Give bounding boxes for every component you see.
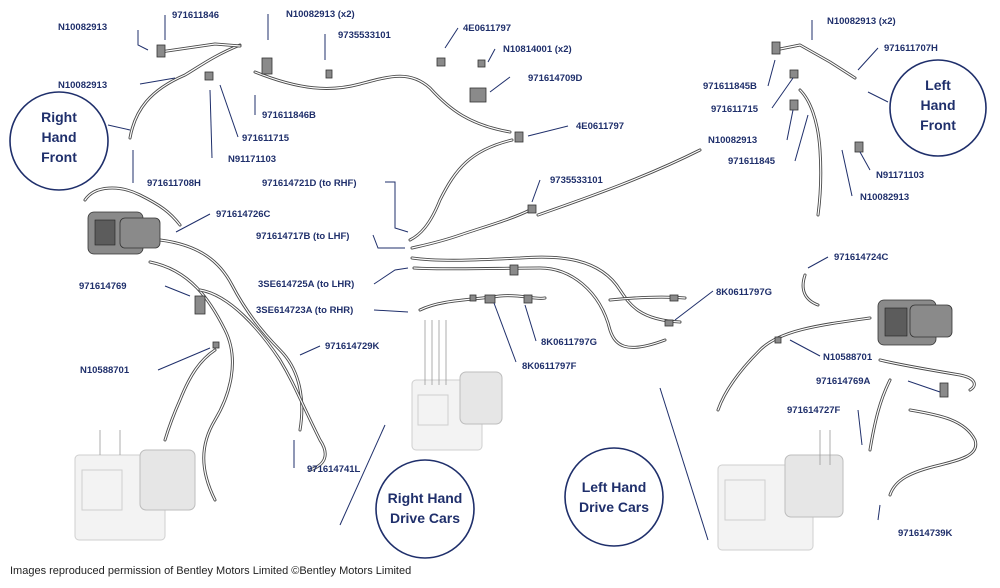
label-lhf-n4: N10082913 [860,192,909,203]
label-lhf-p4: 971611845 [728,156,776,167]
svg-text:Left: Left [925,77,951,93]
label-r-p3: 3SE614725A (to LHR) [258,279,354,290]
circle-right-hand-drive: Right Hand Drive Cars [375,459,475,559]
label-lhf-p2: 971611845B [703,81,757,92]
label-m-p1: 9735533101 [338,30,392,41]
label-lhf-n2: N10082913 [708,135,757,146]
label-k-p3: 8K0611797F [522,361,577,372]
label-rhf-p2: 971611846B [262,110,316,121]
label-rhf-n4: N91171103 [228,154,276,165]
label-m-p4: 4E0611797 [576,121,624,132]
label-m-p2: 4E0611797 [463,23,511,34]
svg-text:Drive Cars: Drive Cars [579,499,649,515]
label-rhf-n3: N10082913 [58,80,107,91]
svg-text:Right: Right [41,109,77,125]
label-rhf-p1: 971611846 [172,10,219,21]
label-lhf-n1: N10082913 (x2) [827,16,896,27]
label-r-p4: 3SE614723A (to RHR) [256,305,353,316]
label-k-p1: 8K0611797G [716,287,772,298]
label-lh-p1: 971614724C [834,252,889,263]
abs-unit-lhd-bottom [717,430,844,551]
svg-text:Drive Cars: Drive Cars [390,510,460,526]
svg-text:Right Hand: Right Hand [388,490,463,506]
master-cylinder-lhd [877,299,953,346]
label-rhf-p3: 971611715 [242,133,290,144]
label-lh-p3: 971614727F [787,405,841,416]
svg-text:Front: Front [920,117,956,133]
circle-right-hand-front: Right Hand Front [9,91,109,191]
label-rhf-p4: 971611708H [147,178,201,189]
pipe-network [83,42,978,502]
svg-text:Left Hand: Left Hand [582,479,647,495]
label-rh-p1: 971614726C [216,209,271,220]
leader-lines [132,14,941,521]
svg-text:Front: Front [41,149,77,165]
label-rhf-n1: N10082913 [58,22,107,33]
label-lhf-n3: N91171103 [876,170,924,181]
label-r-p2: 971614717B (to LHF) [256,231,349,242]
circle-left-hand-front: Left Hand Front [889,59,987,157]
label-lhf-p1: 971611707H [884,43,938,54]
label-rh-p2: 971614769 [79,281,127,292]
label-rh-p4: 971614741L [307,464,361,475]
label-k-p2: 8K0611797G [541,337,597,348]
circle-left-hand-drive: Left Hand Drive Cars [564,447,664,547]
components [87,41,953,398]
master-cylinder-rhd [87,211,161,255]
label-rh-p3: 971614729K [325,341,380,352]
label-m-p5: 9735533101 [550,175,604,186]
label-r-p1: 971614721D (to RHF) [262,178,357,189]
copyright-footer: Images reproduced permission of Bentley … [10,565,412,577]
label-lhf-p3: 971611715 [711,104,759,115]
label-m-n1: N10814001 (x2) [503,44,572,55]
svg-text:Hand: Hand [921,97,956,113]
label-lh-p4: 971614739K [898,528,953,539]
label-rh-n1: N10588701 [80,365,130,376]
part-labels: N10082913 971611846 N10082913 (x2) N1008… [58,9,953,539]
label-rhf-n2: N10082913 (x2) [286,9,355,20]
label-m-p3: 971614709D [528,73,583,84]
svg-text:Hand: Hand [42,129,77,145]
label-lh-n1: N10588701 [823,352,873,363]
abs-unit-rhd-bottom [74,430,196,541]
abs-unit-rhd-center [411,320,503,451]
label-lh-p2: 971614769A [816,376,871,387]
